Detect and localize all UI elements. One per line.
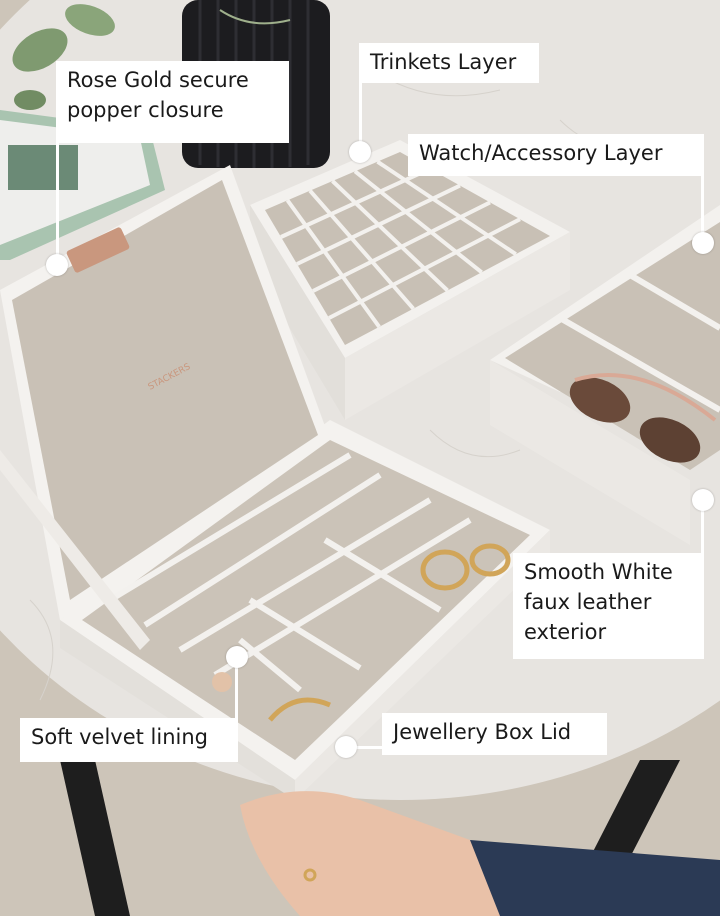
callout-watch-layer: Watch/Accessory Layer xyxy=(408,134,704,176)
callout-watch-text: Watch/Accessory Layer xyxy=(419,141,663,165)
hand xyxy=(240,791,720,916)
leader-popper xyxy=(56,143,59,261)
jewellery-box-lid: STACKERS xyxy=(0,165,330,650)
marker-exterior xyxy=(692,489,714,511)
callout-exterior-line-2: faux leather xyxy=(524,590,652,614)
marker-lid xyxy=(335,736,357,758)
popper-clasp xyxy=(66,227,130,273)
sunglasses xyxy=(569,373,717,463)
plant xyxy=(12,4,115,110)
watch-tray xyxy=(490,205,720,545)
leader-velvet xyxy=(235,664,238,720)
callout-box-lid: Jewellery Box Lid xyxy=(382,713,607,755)
callout-velvet-text: Soft velvet lining xyxy=(31,725,209,749)
callout-popper-line-2: popper closure xyxy=(67,98,224,122)
marker-watch xyxy=(692,232,714,254)
callout-trinkets-text: Trinkets Layer xyxy=(370,50,517,74)
bangle xyxy=(268,697,331,722)
trinkets-tray xyxy=(250,140,570,420)
callout-exterior: Smooth White faux leather exterior xyxy=(513,553,704,659)
leader-watch xyxy=(701,176,704,236)
callout-popper-line-1: Rose Gold secure xyxy=(67,68,249,92)
leader-lid xyxy=(356,746,384,749)
marker-trinkets xyxy=(349,141,371,163)
ring xyxy=(212,672,232,692)
jewellery-box-base xyxy=(60,420,550,800)
trinket-grid xyxy=(280,160,521,329)
marker-popper xyxy=(46,254,68,276)
callout-exterior-line-1: Smooth White xyxy=(524,560,673,584)
marker-velvet xyxy=(226,646,248,668)
book xyxy=(0,110,165,260)
hoop-earrings xyxy=(420,543,511,591)
leader-trinkets xyxy=(359,83,362,145)
table-leg xyxy=(60,760,130,916)
callout-trinkets-layer: Trinkets Layer xyxy=(359,43,539,83)
callout-popper-closure: Rose Gold secure popper closure xyxy=(56,61,289,143)
leader-exterior xyxy=(701,505,704,553)
callout-lid-text: Jewellery Box Lid xyxy=(393,720,572,744)
callout-exterior-line-3: exterior xyxy=(524,620,607,644)
callout-velvet-lining: Soft velvet lining xyxy=(20,718,238,762)
